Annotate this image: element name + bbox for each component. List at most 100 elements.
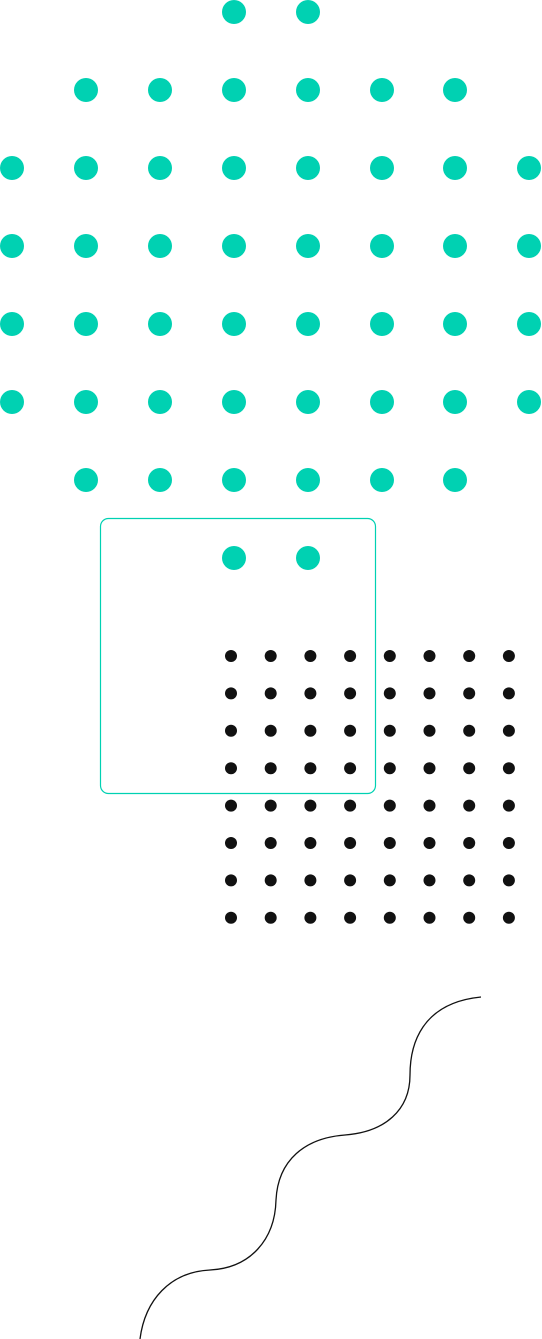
- teal-dot: [74, 78, 98, 102]
- black-dot: [264, 724, 277, 737]
- teal-dot: [443, 234, 467, 258]
- black-dot: [463, 762, 476, 775]
- teal-dot: [0, 234, 24, 258]
- teal-dot: [517, 390, 541, 414]
- black-dot: [344, 911, 357, 924]
- black-dot: [225, 762, 237, 775]
- black-dot: [304, 874, 317, 887]
- black-dot: [502, 837, 515, 849]
- teal-dot: [370, 156, 394, 180]
- black-dot: [423, 837, 436, 849]
- teal-dot: [370, 468, 394, 492]
- black-dot: [225, 837, 237, 849]
- teal-dot: [296, 234, 320, 258]
- teal-dot: [148, 468, 172, 492]
- black-dot: [264, 799, 277, 812]
- black-dot: [264, 837, 277, 849]
- black-dot: [264, 687, 277, 700]
- black-dot: [383, 687, 396, 700]
- black-dot: [463, 837, 476, 849]
- teal-dot-pattern: [0, 0, 541, 570]
- teal-dot: [443, 390, 467, 414]
- teal-dot: [74, 468, 98, 492]
- black-dot: [383, 762, 396, 775]
- black-dot: [383, 837, 396, 849]
- black-dot: [344, 762, 357, 775]
- teal-dot: [74, 234, 98, 258]
- teal-dot: [517, 234, 541, 258]
- black-dot: [502, 911, 515, 924]
- teal-dot: [443, 468, 467, 492]
- black-dot: [463, 874, 476, 887]
- black-dot: [423, 687, 436, 700]
- teal-dot: [222, 390, 246, 414]
- teal-dot: [370, 312, 394, 336]
- black-dot: [463, 650, 476, 662]
- black-dot: [264, 762, 277, 775]
- teal-dot: [148, 234, 172, 258]
- teal-dot: [222, 312, 246, 336]
- teal-dot: [74, 156, 98, 180]
- teal-dot: [74, 312, 98, 336]
- black-dot: [502, 874, 515, 887]
- black-dot: [304, 650, 317, 662]
- black-dot: [423, 874, 436, 887]
- teal-dot: [443, 312, 467, 336]
- teal-dot: [222, 0, 246, 24]
- black-dot: [344, 687, 357, 700]
- black-dot: [463, 799, 476, 812]
- teal-dot: [222, 78, 246, 102]
- teal-dot: [148, 78, 172, 102]
- teal-dot: [296, 0, 320, 24]
- teal-dot: [222, 234, 246, 258]
- black-dot: [423, 724, 436, 737]
- black-dot: [463, 911, 476, 924]
- outline-square-frame: [99, 517, 377, 795]
- black-dot: [304, 724, 317, 737]
- teal-dot: [148, 156, 172, 180]
- black-dot: [423, 799, 436, 812]
- teal-dot: [296, 546, 320, 570]
- black-dot: [304, 687, 317, 700]
- black-dot: [264, 874, 277, 887]
- black-dot: [225, 911, 237, 924]
- teal-dot: [517, 312, 541, 336]
- black-dot: [304, 837, 317, 849]
- teal-dot: [148, 312, 172, 336]
- black-dot: [344, 724, 357, 737]
- teal-dot: [74, 390, 98, 414]
- teal-dot: [370, 78, 394, 102]
- teal-dot: [0, 312, 24, 336]
- black-dot: [344, 874, 357, 887]
- black-dot: [304, 762, 317, 775]
- black-dot: [225, 687, 237, 700]
- black-dot: [502, 724, 515, 737]
- black-dot: [344, 799, 357, 812]
- black-dot: [423, 650, 436, 662]
- black-dot: [463, 687, 476, 700]
- teal-dot: [148, 390, 172, 414]
- black-dot: [225, 650, 237, 662]
- black-dot: [383, 911, 396, 924]
- black-dot: [383, 874, 396, 887]
- wavy-line: [139, 996, 482, 1339]
- teal-dot: [222, 468, 246, 492]
- teal-dot: [517, 156, 541, 180]
- black-dot: [502, 687, 515, 700]
- black-dot: [383, 650, 396, 662]
- black-dot: [225, 724, 237, 737]
- black-dot: [423, 762, 436, 775]
- black-dot: [264, 911, 277, 924]
- black-dot: [225, 799, 237, 812]
- black-dot: [225, 874, 237, 887]
- black-dot: [502, 799, 515, 812]
- teal-dot: [370, 234, 394, 258]
- teal-dot: [296, 312, 320, 336]
- teal-dot: [296, 390, 320, 414]
- black-dot: [383, 799, 396, 812]
- black-dot: [423, 911, 436, 924]
- black-dot: [502, 762, 515, 775]
- teal-dot: [0, 156, 24, 180]
- black-dot: [304, 911, 317, 924]
- black-dot: [344, 650, 357, 662]
